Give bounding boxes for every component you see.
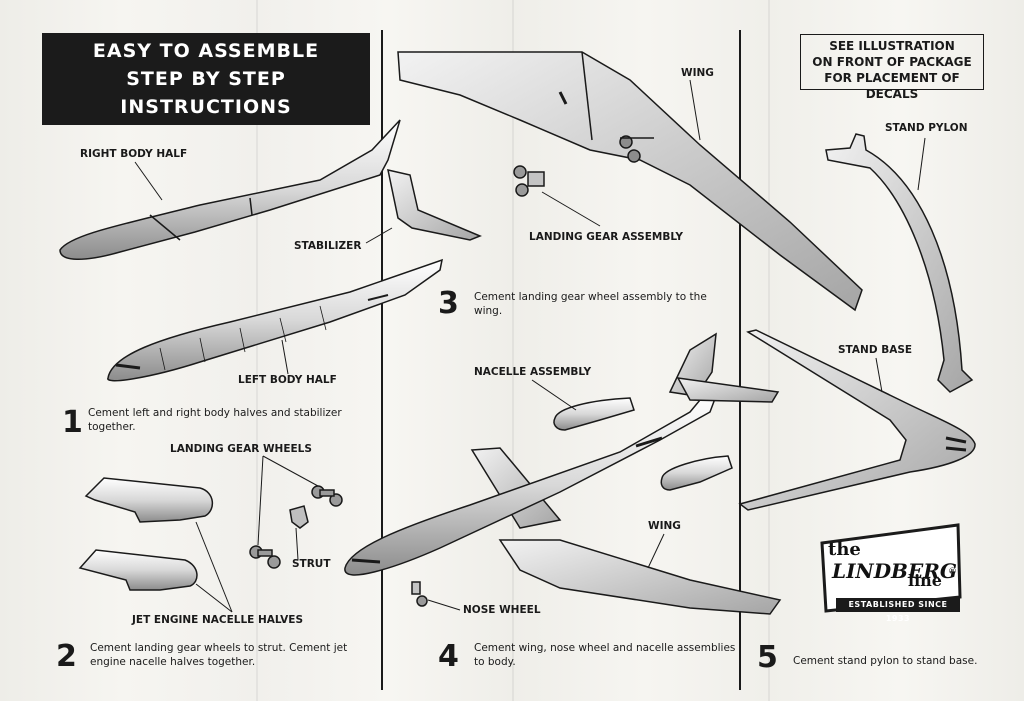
step-2-number: 2 bbox=[56, 639, 77, 674]
nose-wheel-drawing bbox=[411, 581, 428, 607]
label-stand-base: STAND BASE bbox=[838, 344, 913, 356]
logo-the: the bbox=[828, 539, 861, 560]
decal-note-line-2: ON FRONT OF PACKAGE bbox=[812, 55, 972, 69]
title-line-3: INSTRUCTIONS bbox=[120, 96, 292, 118]
logo-line: line bbox=[908, 571, 942, 590]
fold-crease bbox=[768, 0, 770, 701]
label-stand-pylon: STAND PYLON bbox=[885, 122, 968, 134]
leader-lines bbox=[134, 79, 926, 613]
label-wing-top: WING bbox=[681, 67, 714, 79]
column-divider bbox=[381, 30, 383, 690]
step-1-number: 1 bbox=[62, 405, 83, 440]
label-nose-wheel: NOSE WHEEL bbox=[463, 604, 541, 616]
right-body-half-drawing bbox=[59, 119, 401, 260]
step-3-text: Cement landing gear wheel assembly to th… bbox=[474, 290, 707, 318]
step-2-text-line-2: engine nacelle halves together. bbox=[90, 656, 256, 668]
label-landing-gear-assembly: LANDING GEAR ASSEMBLY bbox=[529, 231, 684, 243]
step-4-number: 4 bbox=[438, 639, 459, 674]
label-right-body-half: RIGHT BODY HALF bbox=[80, 148, 188, 160]
step-5-text-line-1: Cement stand pylon to stand base. bbox=[793, 655, 978, 667]
stabilizer-drawing bbox=[387, 169, 482, 241]
step-1-text-line-2: together. bbox=[88, 421, 136, 433]
label-landing-gear-wheels: LANDING GEAR WHEELS bbox=[170, 443, 312, 455]
logo-badge-shape bbox=[820, 523, 962, 613]
assembled-airliner-drawing bbox=[344, 332, 782, 615]
step-4-text-line-2: to body. bbox=[474, 656, 516, 668]
instructions-title: EASY TO ASSEMBLE STEP BY STEP INSTRUCTIO… bbox=[42, 33, 370, 125]
step-4-text: Cement wing, nose wheel and nacelle asse… bbox=[474, 641, 735, 669]
stand-pylon-drawing bbox=[825, 133, 974, 393]
left-body-half-drawing bbox=[107, 258, 443, 382]
step-1-text: Cement left and right body halves and st… bbox=[88, 406, 342, 434]
nacelle-assembly-drawing bbox=[553, 397, 733, 491]
label-stabilizer: STABILIZER bbox=[294, 240, 362, 252]
label-wing-bottom: WING bbox=[648, 520, 681, 532]
stand-base-drawing bbox=[738, 329, 976, 511]
label-jet-engine-nacelle-halves: JET ENGINE NACELLE HALVES bbox=[132, 614, 304, 626]
decal-note-line-1: SEE ILLUSTRATION bbox=[829, 39, 955, 53]
step-3-text-line-2: wing. bbox=[474, 305, 503, 317]
step-2-text: Cement landing gear wheels to strut. Cem… bbox=[90, 641, 347, 669]
decal-note: SEE ILLUSTRATION ON FRONT OF PACKAGE FOR… bbox=[800, 34, 984, 101]
label-strut: STRUT bbox=[292, 558, 331, 570]
step-3-number: 3 bbox=[438, 286, 459, 321]
step-3-text-line-1: Cement landing gear wheel assembly to th… bbox=[474, 291, 707, 303]
title-line-1: EASY TO ASSEMBLE bbox=[92, 40, 320, 62]
step-5-text: Cement stand pylon to stand base. bbox=[793, 654, 977, 668]
wing-top-drawing bbox=[397, 51, 863, 312]
fold-crease bbox=[256, 0, 258, 701]
title-line-2: STEP BY STEP bbox=[126, 68, 286, 90]
landing-gear-wheels-drawing bbox=[249, 485, 343, 569]
logo-established: ESTABLISHED SINCE 1933 bbox=[836, 598, 960, 623]
label-nacelle-assembly: NACELLE ASSEMBLY bbox=[474, 366, 592, 378]
logo-registered-mark: ® bbox=[948, 567, 957, 577]
lindberg-logo: the LINDBERG line ® ESTABLISHED SINCE 19… bbox=[818, 521, 964, 623]
step-5-number: 5 bbox=[757, 640, 778, 675]
label-left-body-half: LEFT BODY HALF bbox=[238, 374, 337, 386]
step-4-text-line-1: Cement wing, nose wheel and nacelle asse… bbox=[474, 642, 736, 654]
nacelle-halves-drawing bbox=[78, 477, 213, 591]
column-divider bbox=[739, 30, 741, 690]
step-1-text-line-1: Cement left and right body halves and st… bbox=[88, 407, 342, 419]
step-2-text-line-1: Cement landing gear wheels to strut. Cem… bbox=[90, 642, 348, 654]
decal-note-line-3: FOR PLACEMENT OF DECALS bbox=[824, 71, 960, 101]
landing-gear-assembly-drawing bbox=[513, 165, 545, 197]
fold-crease bbox=[512, 0, 514, 701]
logo-brand: LINDBERG bbox=[832, 559, 957, 583]
